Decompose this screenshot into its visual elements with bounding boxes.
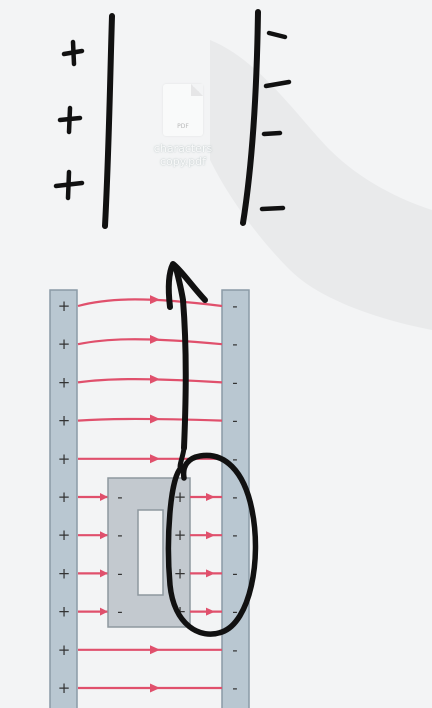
conductor-right-sign: + xyxy=(174,526,187,544)
left-plate-sign: + xyxy=(58,450,71,468)
field-line xyxy=(78,569,108,578)
left-plate-sign: + xyxy=(58,641,71,659)
right-plate xyxy=(221,289,250,708)
field-line xyxy=(78,531,108,540)
field-line xyxy=(77,295,223,308)
sketch-plus-sign xyxy=(57,105,83,135)
ink-annotation xyxy=(165,261,259,637)
hand-sketch xyxy=(53,9,292,229)
left-plate-sign: + xyxy=(58,373,71,391)
sketch-right-plate xyxy=(240,9,261,226)
right-plate-sign: - xyxy=(232,564,237,582)
right-plate-sign: - xyxy=(232,450,237,468)
sketch-minus-sign xyxy=(263,79,292,89)
right-plate-sign: - xyxy=(232,412,237,430)
left-plate-sign: + xyxy=(58,297,71,315)
annotation-arrow-head xyxy=(165,261,208,310)
gap-field-line xyxy=(190,607,222,616)
right-plate-sign: - xyxy=(232,373,237,391)
left-plate-sign: + xyxy=(58,679,71,697)
left-plate-sign: + xyxy=(58,526,71,544)
annotation-ellipse xyxy=(165,452,259,637)
sketch-minus-sign xyxy=(261,130,283,137)
file-label-line1: characters xyxy=(153,142,213,155)
pdf-badge: PDF xyxy=(177,123,189,130)
gap-field-lines xyxy=(190,493,222,616)
right-plate-sign: - xyxy=(232,335,237,353)
field-line xyxy=(78,607,108,616)
field-line xyxy=(78,493,108,501)
right-plate-sign: - xyxy=(232,526,237,544)
background-hills xyxy=(210,40,432,330)
gap-field-line xyxy=(190,493,222,501)
right-plate-sign: - xyxy=(232,603,237,621)
conductor-left-sign: - xyxy=(117,488,122,506)
conductor-left-sign: - xyxy=(117,603,122,621)
field-line xyxy=(77,334,223,346)
right-plate-sign: - xyxy=(232,297,237,315)
right-plate-sign: - xyxy=(232,679,237,697)
conductor-right-sign: + xyxy=(174,488,187,506)
capacitor-figure: ++++++++++++----------------++++ xyxy=(49,289,250,708)
sketch-plus-sign xyxy=(61,39,85,67)
left-plate-sign: + xyxy=(58,603,71,621)
sketch-plus-sign xyxy=(53,169,85,201)
field-lines xyxy=(77,295,223,693)
left-plate-sign: + xyxy=(58,335,71,353)
field-line xyxy=(78,645,222,655)
sketch-minus-sign xyxy=(259,205,286,212)
sketch-minus-sign xyxy=(266,30,288,40)
right-plate-sign: - xyxy=(232,641,237,659)
left-plate-sign: + xyxy=(58,564,71,582)
field-line xyxy=(77,414,223,424)
left-plate-sign: + xyxy=(58,412,71,430)
conductor-right-sign: + xyxy=(174,564,187,582)
file-label-line2: copy.pdf xyxy=(159,155,207,168)
field-line xyxy=(78,683,222,693)
conductor-left-sign: - xyxy=(117,526,122,544)
desktop-file-icon[interactable]: PDF characters copy.pdf xyxy=(138,84,228,168)
field-line xyxy=(77,374,223,384)
annotation-arrow-shaft xyxy=(173,265,189,451)
conductor-left-sign: - xyxy=(117,564,122,582)
gap-field-line xyxy=(190,531,222,540)
gap-field-line xyxy=(190,569,222,578)
desktop-file-label: characters copy.pdf xyxy=(138,142,228,168)
right-plate-sign: - xyxy=(232,488,237,506)
pdf-file-icon: PDF xyxy=(163,84,203,136)
left-plate-sign: + xyxy=(58,488,71,506)
left-plate xyxy=(49,289,78,708)
sketch-left-plate xyxy=(102,13,115,229)
